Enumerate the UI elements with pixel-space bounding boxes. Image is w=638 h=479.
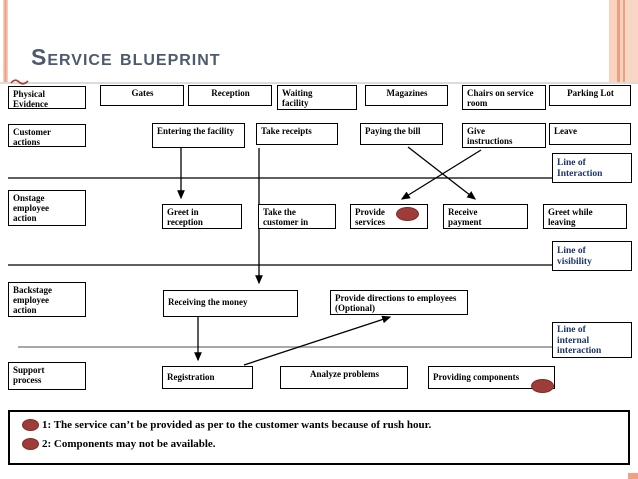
note-item: 1: The service can’t be provided as per … xyxy=(22,419,628,431)
theme-stripe-left xyxy=(3,0,8,84)
note-item: 2: Components may not be available. xyxy=(22,438,628,450)
box-parking-lot: Parking Lot xyxy=(549,85,631,106)
box-gates: Gates xyxy=(100,85,184,106)
box-receive-payment: Receive payment xyxy=(443,204,528,229)
row-label-physical-evidence: Physical Evidence xyxy=(8,86,86,109)
box-receiving-money: Receiving the money xyxy=(163,290,298,317)
box-leave: Leave xyxy=(549,123,631,145)
box-entering-facility: Entering the facility xyxy=(152,123,245,148)
separator-label-interaction: Line of Interaction xyxy=(552,153,632,183)
box-greet-reception: Greet in reception xyxy=(162,204,242,229)
header-divider-line xyxy=(0,82,638,84)
note-text-1: 1: The service can’t be provided as per … xyxy=(42,419,432,431)
box-waiting-facility: Waiting facility xyxy=(277,85,357,110)
row-label-onstage: Onstage employee action xyxy=(8,190,86,226)
box-providing-components: Providing components xyxy=(428,366,555,389)
arrow-registration-to-directions xyxy=(243,315,392,366)
box-take-customer-in: Take the customer in xyxy=(258,204,336,229)
notes-box: 1: The service can’t be provided as per … xyxy=(8,410,630,465)
box-greet-while-leaving: Greet while leaving xyxy=(543,204,627,229)
theme-stripes-right xyxy=(606,0,638,83)
row-label-backstage: Backstage employee action xyxy=(8,282,86,317)
box-reception: Reception xyxy=(188,85,272,106)
issue-marker-1-ellipse xyxy=(396,207,419,221)
box-paying-bill: Paying the bill xyxy=(360,123,443,145)
slide-title: Service blueprint xyxy=(31,44,221,70)
note-text-2: 2: Components may not be available. xyxy=(42,438,216,450)
theme-corner-mark xyxy=(628,473,638,479)
box-magazines: Magazines xyxy=(365,85,448,106)
row-label-support: Support process xyxy=(8,362,86,390)
box-chairs-service-room: Chairs on service room xyxy=(462,85,546,110)
separator-label-internal-interaction: Line of internal interaction xyxy=(552,322,632,358)
row-label-customer-actions: Customer actions xyxy=(8,124,86,147)
box-provide-directions: Provide directions to employees (Optiona… xyxy=(330,290,468,315)
box-registration: Registration xyxy=(162,366,253,389)
red-squiggle-mark xyxy=(10,79,29,85)
box-take-receipts: Take receipts xyxy=(256,123,338,145)
box-analyze-problems: Analyze problems xyxy=(280,366,408,389)
box-give-instructions: Give instructions xyxy=(462,123,546,148)
note-bullet-2-ellipse xyxy=(22,438,39,450)
issue-marker-2-ellipse xyxy=(531,379,554,393)
arrow-paying-to-receive xyxy=(407,146,477,200)
arrow-instructions-to-services xyxy=(400,149,482,200)
separator-label-visibility: Line of visibility xyxy=(552,241,632,271)
note-bullet-1-ellipse xyxy=(22,419,39,431)
